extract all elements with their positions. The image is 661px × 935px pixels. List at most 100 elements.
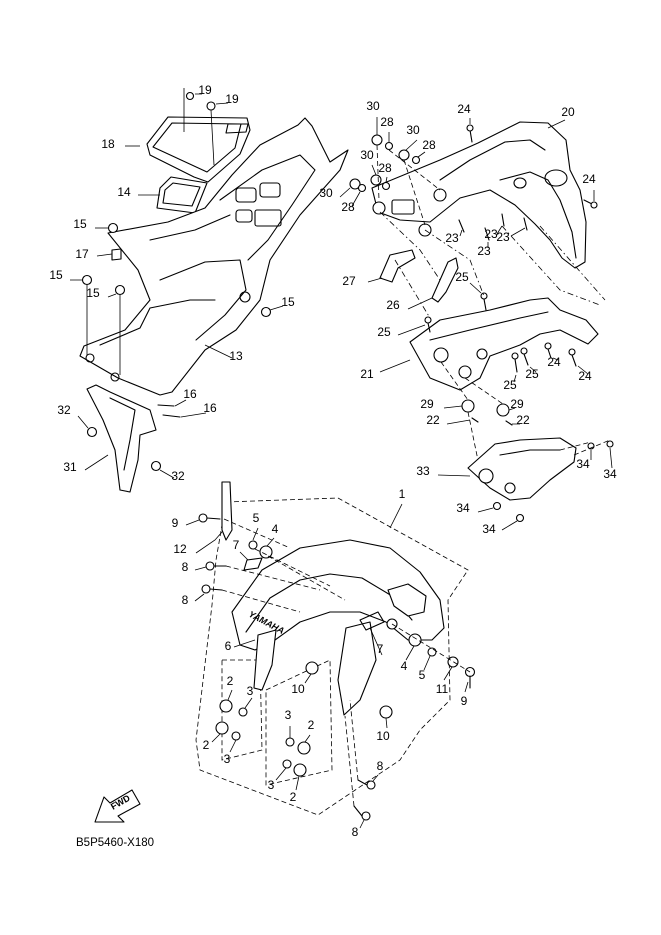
bolt-15-d [260,305,284,318]
screws-34 [477,439,614,531]
bolt-32-a [77,415,98,438]
bolt-15-c [107,284,126,375]
callout-4: 4 [272,522,279,536]
bolts-9-8-upper [185,513,321,613]
callout-19: 19 [198,83,212,97]
callout-6: 6 [225,639,232,653]
callout-22: 22 [516,413,530,427]
callout-28: 28 [378,161,392,175]
side-cover-group [339,117,614,531]
callout-7: 7 [377,642,384,656]
callout-8: 8 [377,759,384,773]
callout-23: 23 [496,230,510,244]
callout-25: 25 [503,378,517,392]
callout-25: 25 [377,325,391,339]
bolts-8-lower [344,699,379,829]
callout-25: 25 [455,270,469,284]
callout-24: 24 [582,172,596,186]
callout-29: 29 [420,397,434,411]
callout-20: 20 [561,105,575,119]
callout-2: 2 [203,738,210,752]
callout-30: 30 [406,123,420,137]
callout-16: 16 [183,387,197,401]
callout-23: 23 [484,227,498,241]
callout-15: 15 [49,268,63,282]
grommets-2-3 [211,689,311,791]
callout-2: 2 [308,718,315,732]
callout-14: 14 [117,185,131,199]
callout-numbers: 1919181415171515151316163231323028302830… [49,83,617,839]
callout-3: 3 [268,778,275,792]
callout-3: 3 [247,684,254,698]
bolts-25-24 [397,282,589,383]
callout-34: 34 [482,522,496,536]
diagram-code: B5P5460-X180 [76,837,154,849]
callout-34: 34 [603,467,617,481]
callout-23: 23 [477,244,491,258]
front-fender-group: YAMAHA [94,481,476,829]
fwd-arrow: FWD [94,789,141,823]
callout-11: 11 [436,682,449,696]
bolt-15-a [95,222,119,234]
bolt-15-b [70,274,93,355]
callout-22: 22 [426,413,440,427]
callout-2: 2 [290,790,297,804]
callout-28: 28 [422,138,436,152]
callout-30: 30 [366,99,380,113]
callout-3: 3 [224,752,231,766]
callout-32: 32 [171,469,185,483]
callout-34: 34 [576,457,590,471]
bolt-32-b [150,460,175,479]
callout-28: 28 [341,200,355,214]
callout-10: 10 [376,729,390,743]
callout-29: 29 [510,397,524,411]
grommets-30-28 [339,117,441,226]
callout-15: 15 [86,286,100,300]
callout-24: 24 [457,102,471,116]
callout-18: 18 [101,137,115,151]
callout-17: 17 [75,247,89,261]
callout-12: 12 [173,542,187,556]
callout-8: 8 [182,593,189,607]
callout-33: 33 [416,464,430,478]
callout-30: 30 [319,186,333,200]
callout-30: 30 [360,148,374,162]
callout-19: 19 [225,92,239,106]
clip-16 [157,399,207,418]
callout-1: 1 [399,487,406,501]
callout-7: 7 [233,538,240,552]
callout-9: 9 [461,694,468,708]
callout-16: 16 [203,401,217,415]
bolt-19-a [183,88,202,132]
bolt-24-top [466,118,474,143]
callout-5: 5 [419,668,426,682]
callout-15: 15 [73,217,87,231]
callout-8: 8 [352,825,359,839]
callout-24: 24 [547,355,561,369]
callout-23: 23 [445,231,459,245]
bolt-24-right [583,190,598,209]
callout-26: 26 [386,298,400,312]
callout-9: 9 [172,516,179,530]
callout-15: 15 [281,295,295,309]
rear-fender-group [70,88,349,493]
callout-10: 10 [291,682,305,696]
screws-23 [458,213,528,248]
callout-13: 13 [229,349,243,363]
bolt-19-b [206,101,229,166]
callout-34: 34 [456,501,470,515]
callout-28: 28 [380,115,394,129]
callout-25: 25 [525,367,539,381]
callout-31: 31 [63,460,77,474]
callout-4: 4 [401,659,408,673]
callout-5: 5 [253,511,260,525]
callout-8: 8 [182,560,189,574]
callout-27: 27 [342,274,356,288]
callout-3: 3 [285,708,292,722]
callout-21: 21 [360,367,374,381]
callout-24: 24 [578,369,592,383]
callout-32: 32 [57,403,71,417]
callout-2: 2 [227,674,234,688]
